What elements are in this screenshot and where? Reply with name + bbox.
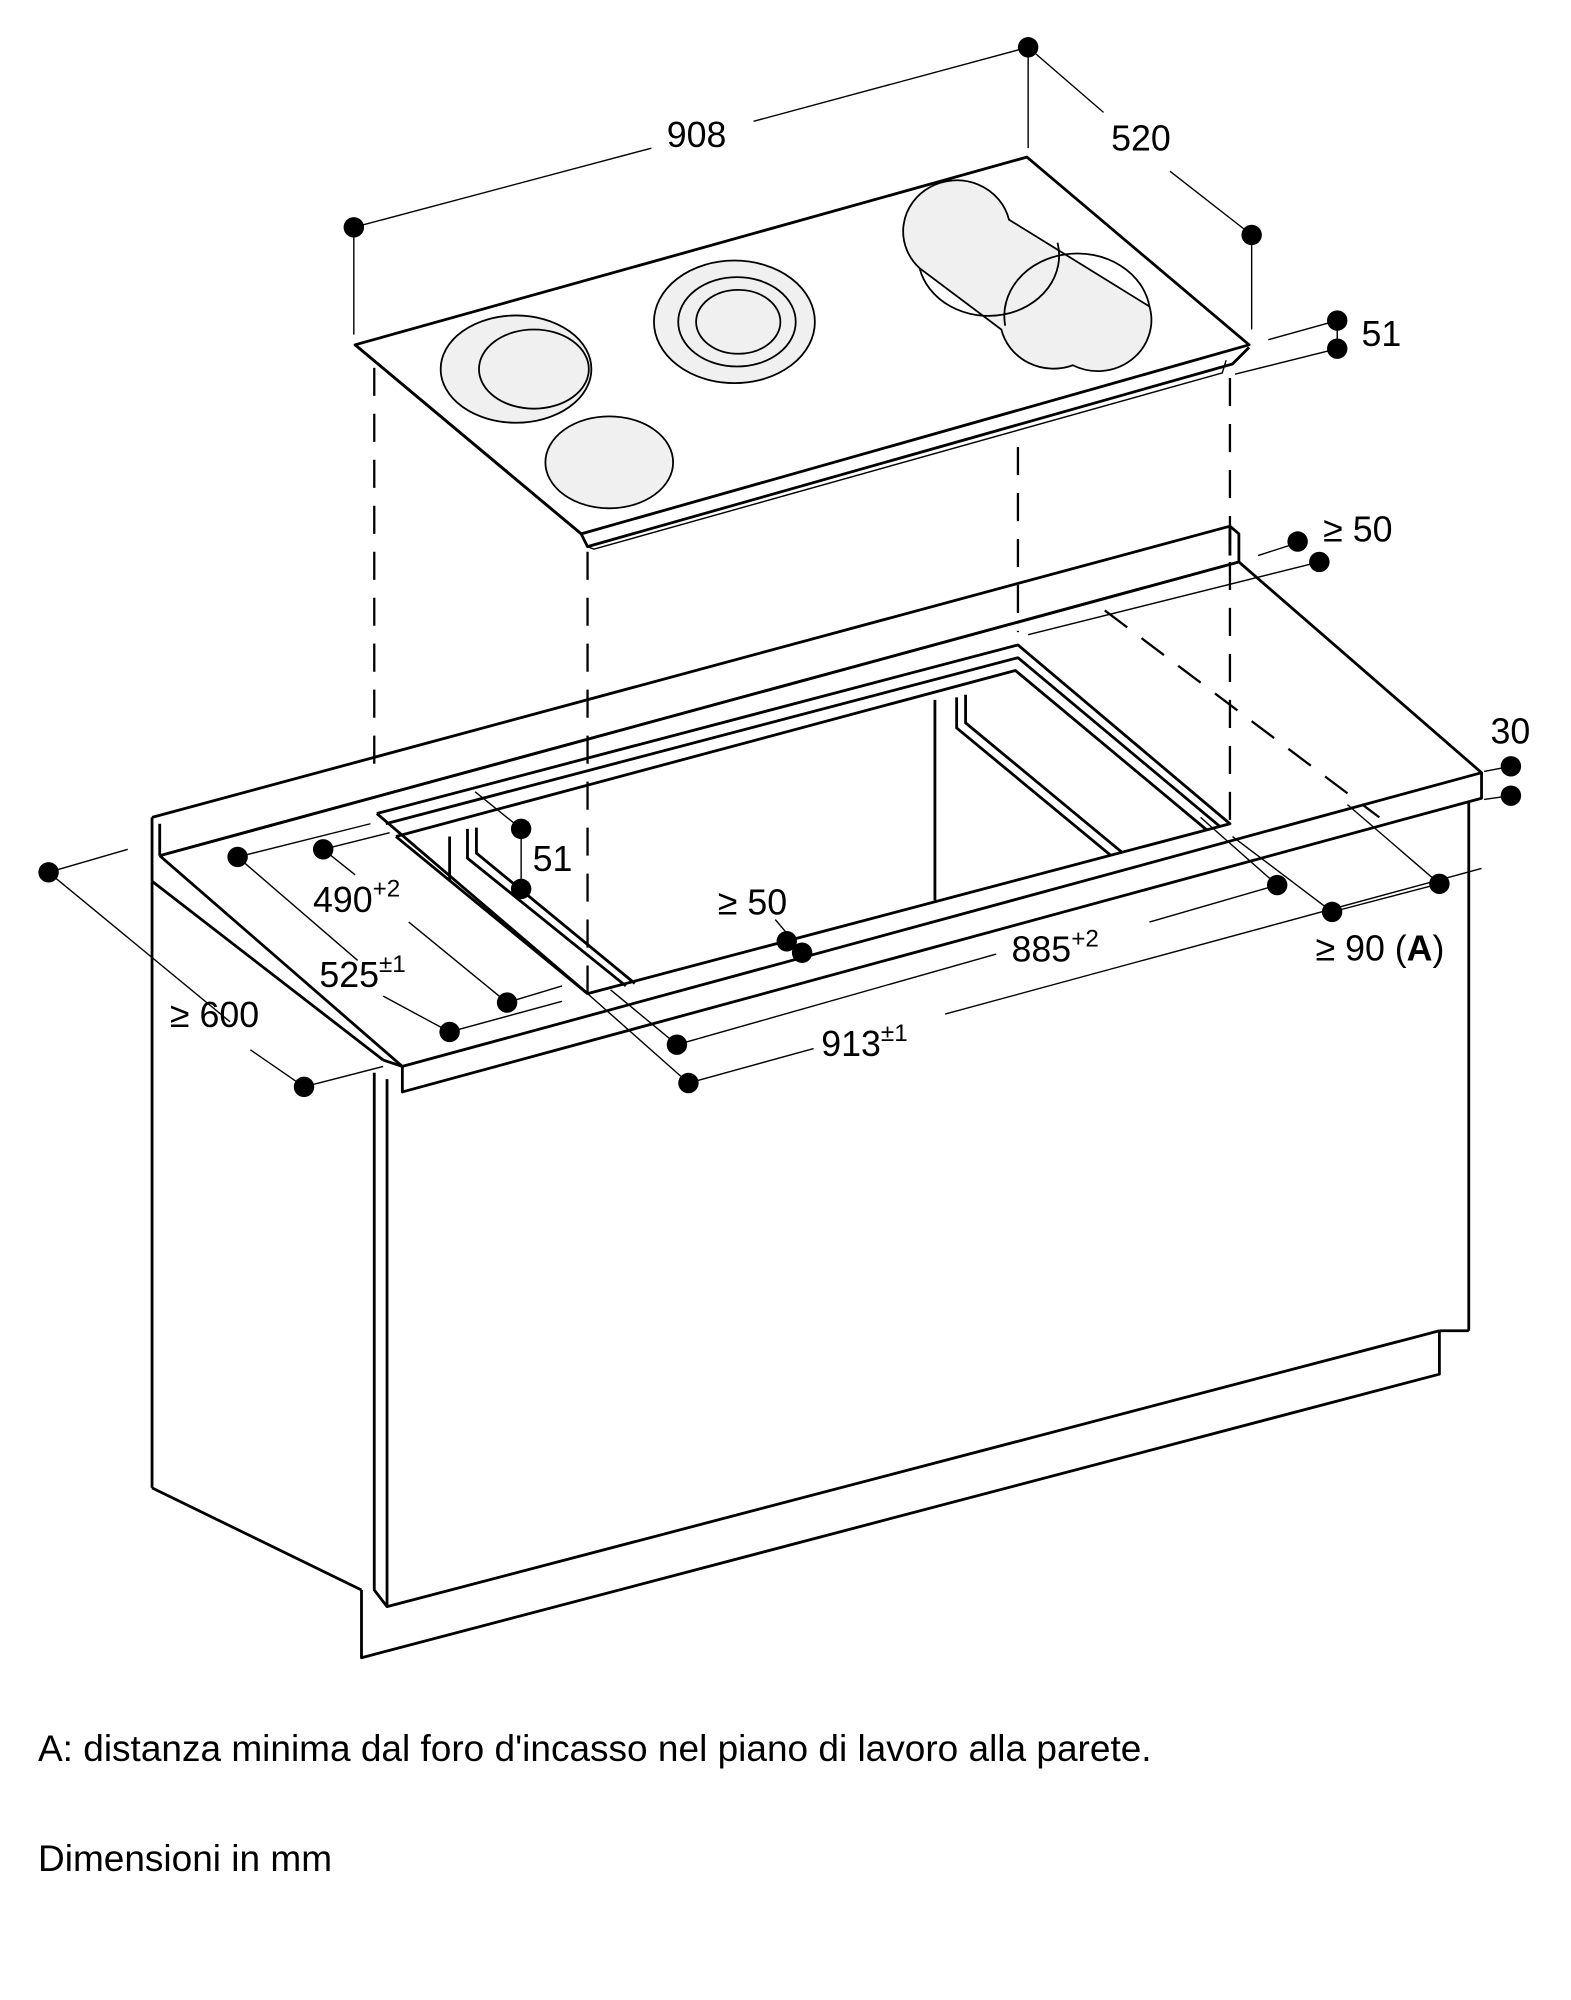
label-wall-distance: ≥ 90 (A) (1316, 928, 1445, 968)
cutout-depth-tolerance: +2 (373, 876, 401, 903)
label-frame-depth: 525±1 (319, 951, 405, 995)
legend-note-a: A: distanza minima dal foro d'incasso ne… (38, 1728, 1152, 1769)
units-note: Dimensioni in mm (38, 1838, 333, 1879)
dimension-dots (38, 37, 1522, 1098)
cooking-zone-flex-divider-bottom (1003, 252, 1151, 326)
cooking-zone-center-inner (695, 289, 782, 355)
wall-distance-value: ≥ 90 ( (1316, 928, 1407, 968)
cutout-width-value: 885 (1012, 930, 1072, 970)
label-hob-height: 51 (1361, 314, 1401, 354)
cooking-zone-center-middle (677, 276, 797, 368)
frame-width-tolerance: ±1 (881, 1020, 908, 1047)
label-rear-clearance: ≥ 50 (1323, 510, 1392, 550)
hob-frame-edge (587, 359, 1227, 550)
hob (353, 155, 1251, 550)
dimension-labels: 908 520 51 ≥ 50 30 ≥ 90 (A) 490+2 525±1 … (170, 115, 1530, 1064)
worktop (150, 524, 1483, 1094)
frame-depth-tolerance: ±1 (379, 951, 406, 978)
projection-lines (373, 367, 1381, 997)
frame-depth-value: 525 (319, 955, 379, 995)
label-inner-height: 51 (533, 839, 573, 879)
hob-front-edge (579, 346, 1251, 549)
label-cutout-width: 885+2 (1012, 925, 1099, 969)
wall-distance-close: ) (1432, 928, 1444, 968)
wall-distance-ref: A (1407, 928, 1433, 968)
label-frame-width: 913±1 (821, 1020, 907, 1064)
cooking-zone-left-inner (478, 328, 590, 410)
hob-left-edge (354, 343, 583, 535)
label-hob-width: 908 (667, 115, 727, 155)
cooking-zone-flex (902, 179, 1153, 372)
label-cabinet-depth: ≥ 600 (170, 995, 259, 1035)
label-cutout-depth: 490+2 (313, 876, 400, 920)
cooking-zone-front-left (544, 415, 675, 510)
frame-width-value: 913 (821, 1024, 881, 1064)
label-hob-depth: 520 (1111, 119, 1171, 159)
cabinet (150, 802, 1471, 1660)
label-worktop-thickness: 30 (1490, 711, 1530, 751)
cutout-depth-value: 490 (313, 880, 373, 920)
label-front-clearance: ≥ 50 (718, 882, 787, 922)
dimension-lines (48, 46, 1512, 1088)
cutout-width-tolerance: +2 (1071, 925, 1099, 952)
cooking-zone-left-outer (439, 314, 593, 424)
